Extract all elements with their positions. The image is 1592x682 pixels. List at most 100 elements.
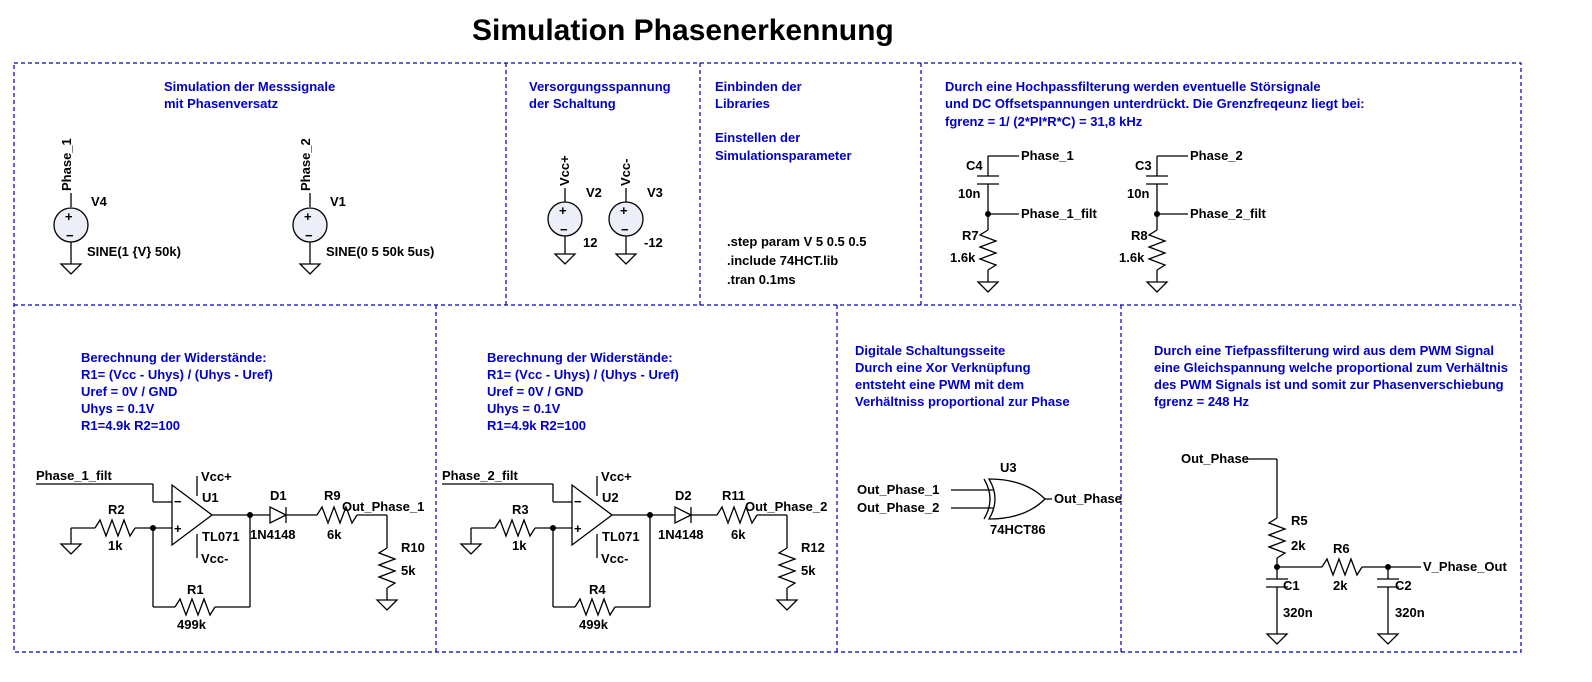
comment-param-1: Einstellen der [715, 130, 800, 145]
svg-text:C4: C4 [966, 158, 983, 173]
svg-text:Phase_2: Phase_2 [1190, 148, 1243, 163]
ground-icon [553, 253, 577, 265]
ground-icon [1265, 633, 1289, 645]
comment-calc1-2: R1= (Vcc - Uhys) / (Uhys - Uref) [81, 367, 273, 382]
svg-text:5k: 5k [401, 563, 416, 578]
svg-text:74HCT86: 74HCT86 [990, 522, 1046, 537]
svg-text:Vcc-: Vcc- [201, 551, 228, 566]
resistor-r12 [777, 547, 797, 589]
comment-calc1-3: Uref = 0V / GND [81, 384, 177, 399]
source-v1: + − Phase_2 V1 SINE(0 5 50k 5us) [292, 138, 434, 275]
ground-icon [459, 543, 483, 555]
ground-icon [375, 599, 399, 611]
svg-text:Out_Phase: Out_Phase [1054, 491, 1122, 506]
svg-text:+: + [620, 203, 628, 218]
comment-hp-2: und DC Offsetspannungen unterdrückt. Die… [945, 96, 1365, 111]
svg-text:D2: D2 [675, 488, 692, 503]
svg-text:Vcc-: Vcc- [618, 159, 633, 186]
svg-text:−: − [174, 494, 182, 509]
spice-directives: .step param V 5 0.5 0.5 .include 74HCT.l… [727, 234, 866, 287]
resistor-r7 [978, 229, 998, 271]
comments: Simulation der Messsignale mit Phasenver… [81, 79, 1508, 433]
svg-text:12: 12 [583, 235, 597, 250]
svg-text:SINE(1 {V} 50k): SINE(1 {V} 50k) [87, 244, 181, 259]
svg-text:1N4148: 1N4148 [658, 527, 704, 542]
svg-text:R2: R2 [108, 502, 125, 517]
svg-text:C3: C3 [1135, 158, 1152, 173]
outer-frame [13, 62, 1522, 653]
resistor-r11 [716, 505, 758, 525]
svg-text:2k: 2k [1291, 538, 1306, 553]
resistor-r1 [174, 597, 216, 617]
comparator-2: − + Vcc+ Vcc- U2 TL071 Phase_2_filt R3 1… [442, 468, 827, 632]
svg-text:Phase_1_filt: Phase_1_filt [1021, 206, 1098, 221]
svg-text:V3: V3 [647, 185, 663, 200]
svg-text:10n: 10n [1127, 186, 1149, 201]
comment-calc1-4: Uhys = 0.1V [81, 401, 155, 416]
highpass-2: Phase_2 Phase_2_filt C3 10n R8 1.6k [1119, 148, 1267, 293]
lowpass-filter: Out_Phase R5 2k R6 2k C1 320n C2 320n V_… [1181, 451, 1507, 645]
svg-text:1N4148: 1N4148 [250, 527, 296, 542]
svg-text:Vcc+: Vcc+ [557, 155, 572, 186]
svg-text:R3: R3 [512, 502, 529, 517]
svg-text:V2: V2 [586, 185, 602, 200]
xor-gate-u3: U3 74HCT86 Out_Phase_1 Out_Phase_2 Out_P… [857, 460, 1122, 537]
svg-text:U3: U3 [1000, 460, 1017, 475]
svg-text:Phase_1_filt: Phase_1_filt [36, 468, 113, 483]
ground-icon [976, 281, 1000, 293]
comment-supply-1: Versorgungsspannung [529, 79, 671, 94]
svg-text:Vcc-: Vcc- [601, 551, 628, 566]
svg-text:U2: U2 [602, 490, 619, 505]
svg-text:TL071: TL071 [202, 529, 240, 544]
svg-text:Out_Phase_2: Out_Phase_2 [857, 500, 939, 515]
svg-text:Phase_2_filt: Phase_2_filt [442, 468, 519, 483]
section-frames [13, 62, 1522, 653]
svg-text:Out_Phase_1: Out_Phase_1 [857, 482, 939, 497]
svg-text:1.6k: 1.6k [1119, 250, 1145, 265]
svg-text:1k: 1k [512, 538, 527, 553]
comment-param-2: Simulationsparameter [715, 148, 852, 163]
comment-hp-1: Durch eine Hochpassfilterung werden even… [945, 79, 1321, 94]
svg-text:1.6k: 1.6k [950, 250, 976, 265]
svg-text:499k: 499k [177, 617, 207, 632]
ground-icon [1145, 281, 1169, 293]
source-v3: + − Vcc- V3 -12 [608, 159, 663, 265]
svg-text:+: + [174, 521, 182, 536]
svg-text:SINE(0 5 50k 5us): SINE(0 5 50k 5us) [326, 244, 434, 259]
opamp-u1 [171, 483, 214, 547]
svg-text:R1: R1 [187, 582, 204, 597]
ground-icon [59, 263, 83, 275]
svg-text:R9: R9 [324, 488, 341, 503]
comment-sim-1: Simulation der Messsignale [164, 79, 335, 94]
svg-text:−: − [621, 222, 629, 237]
svg-text:2k: 2k [1333, 578, 1348, 593]
svg-text:320n: 320n [1283, 605, 1313, 620]
resistor-r4 [574, 597, 616, 617]
resistor-r9 [316, 505, 358, 525]
ground-icon [775, 599, 799, 611]
svg-text:V4: V4 [91, 194, 108, 209]
svg-text:−: − [574, 494, 582, 509]
svg-text:+: + [304, 209, 312, 224]
comment-tp-2: eine Gleichspannung welche proportional … [1154, 360, 1508, 375]
svg-text:Out_Phase: Out_Phase [1181, 451, 1249, 466]
comment-dig-3: entsteht eine PWM mit dem [855, 377, 1024, 392]
svg-text:5k: 5k [801, 563, 816, 578]
svg-text:R11: R11 [722, 488, 745, 503]
comment-supply-2: der Schaltung [529, 96, 616, 111]
directive-include: .include 74HCT.lib [727, 253, 838, 268]
svg-text:C2: C2 [1395, 578, 1412, 593]
resistor-r8 [1147, 229, 1167, 271]
svg-text:Out_Phase_1: Out_Phase_1 [342, 499, 424, 514]
svg-text:R8: R8 [1131, 228, 1148, 243]
highpass-1: Phase_1 Phase_1_filt C4 10n R7 1.6k [950, 148, 1098, 293]
comment-calc2-4: Uhys = 0.1V [487, 401, 561, 416]
ground-icon [1376, 633, 1400, 645]
svg-text:R7: R7 [962, 228, 979, 243]
comparator-1: − + Vcc+ Vcc- U1 TL071 Phase_1_filt R2 1… [36, 468, 425, 632]
directive-step: .step param V 5 0.5 0.5 [727, 234, 866, 249]
svg-text:499k: 499k [579, 617, 609, 632]
svg-text:Phase_2: Phase_2 [298, 138, 313, 191]
comment-calc1-5: R1=4.9k R2=100 [81, 418, 180, 433]
comment-tp-4: fgrenz = 248 Hz [1154, 394, 1250, 409]
